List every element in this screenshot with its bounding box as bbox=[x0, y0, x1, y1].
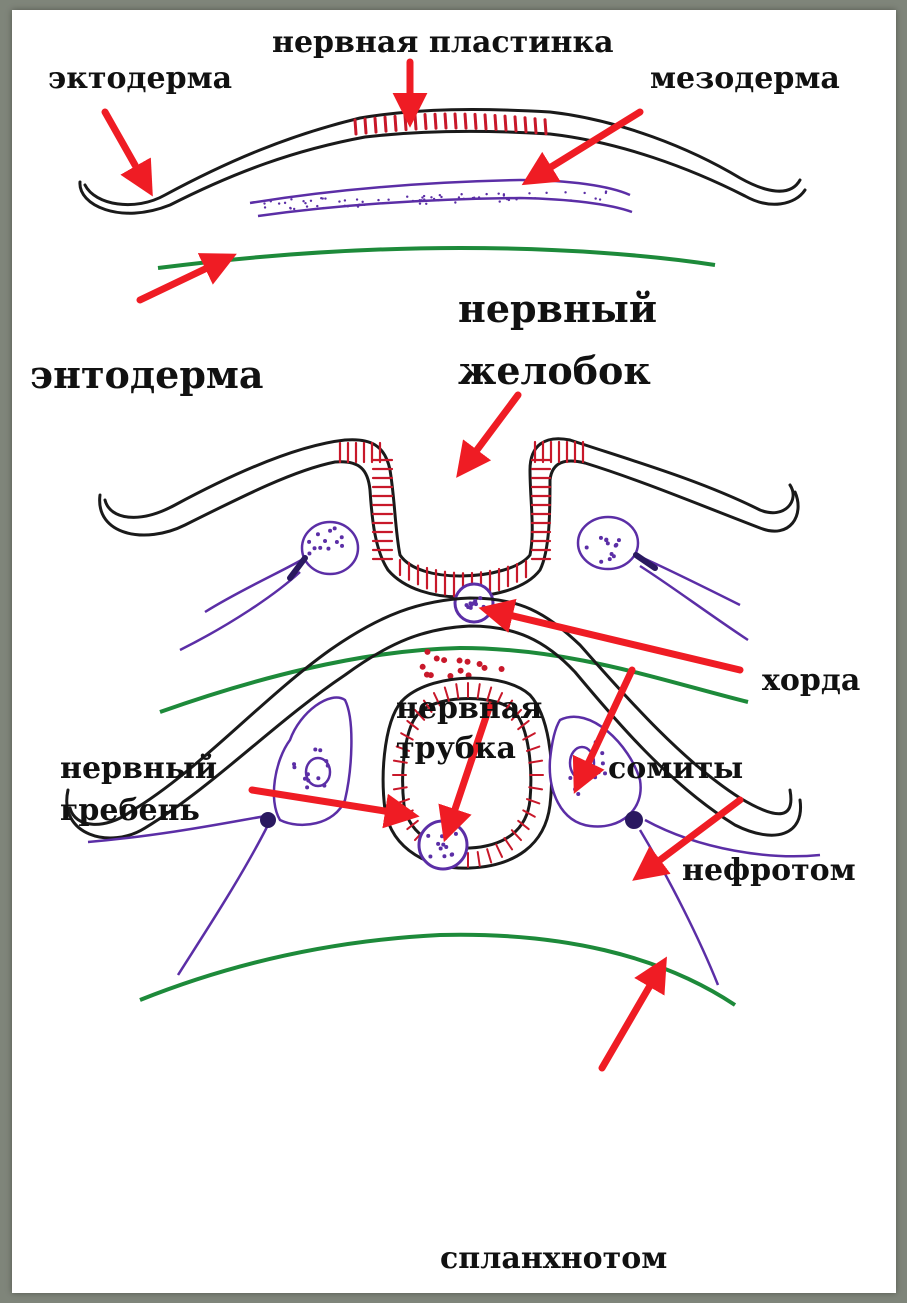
label-notochord: хорда bbox=[762, 663, 860, 698]
label-neural-groove-1: нервный bbox=[458, 286, 657, 331]
label-nephrotome: нефротом bbox=[682, 853, 856, 888]
ectoderm-layer bbox=[80, 110, 805, 214]
arrow-splanchnotome bbox=[602, 965, 662, 1068]
label-mesoderm: мезодерма bbox=[650, 61, 840, 96]
arrow-neural-groove bbox=[462, 395, 518, 470]
somite-left bbox=[180, 522, 358, 650]
label-endoderm: энтодерма bbox=[30, 352, 264, 397]
somite-right bbox=[578, 517, 748, 640]
label-neural-crest-2: гребень bbox=[60, 793, 200, 828]
endoderm-layer bbox=[158, 248, 715, 268]
arrows bbox=[105, 62, 740, 1068]
label-neural-crest-1: нервный bbox=[60, 751, 217, 786]
neural-crest bbox=[420, 649, 505, 679]
stage-neural-groove bbox=[100, 439, 798, 712]
stage-neural-plate bbox=[80, 110, 805, 268]
label-somites: сомиты bbox=[608, 751, 743, 786]
label-neural-tube-1: нервная bbox=[396, 691, 542, 726]
label-neural-groove-2: желобок bbox=[458, 348, 651, 393]
arrow-notochord bbox=[488, 610, 740, 670]
label-ectoderm: эктодерма bbox=[48, 61, 232, 96]
label-neural-tube-2: трубка bbox=[396, 731, 516, 766]
arrow-ectoderm bbox=[105, 112, 148, 188]
label-neural-plate: нервная пластинка bbox=[272, 25, 614, 60]
ectoderm-layer-2 bbox=[100, 439, 798, 597]
label-splanchnotome: спланхнотом bbox=[440, 1241, 667, 1276]
